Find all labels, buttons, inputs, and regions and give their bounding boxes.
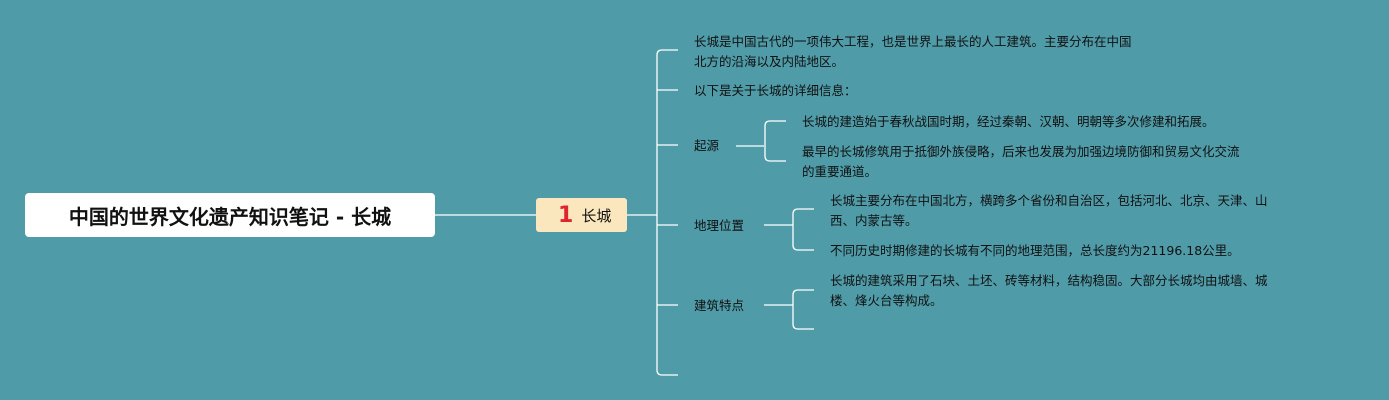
topic-number: 1 xyxy=(558,202,574,228)
origin-item-1[interactable]: 长城的建造始于春秋战国时期，经过秦朝、汉朝、明朝等多次修建和拓展。 xyxy=(802,112,1215,132)
root-node[interactable]: 中国的世界文化遗产知识笔记 - 长城 xyxy=(25,193,435,237)
section-label-location[interactable]: 地理位置 xyxy=(694,218,745,233)
architecture-item-1-line-1: 长城的建筑采用了石块、土坯、砖等材料，结构稳固。大部分长城均由城墙、城 xyxy=(830,273,1268,288)
intro-line-2: 北方的沿海以及内陆地区。 xyxy=(694,54,845,69)
topic-label: 长城 xyxy=(581,206,612,225)
location-item-1-line-1: 长城主要分布在中国北方，横跨多个省份和自治区，包括河北、北京、天津、山 xyxy=(830,193,1268,208)
location-item-1-line-2: 西、内蒙古等。 xyxy=(830,213,918,228)
architecture-item-1-line-2: 楼、烽火台等构成。 xyxy=(830,293,943,308)
location-item-2-line-1: 不同历史时期修建的长城有不同的地理范围，总长度约为21196.18公里。 xyxy=(830,243,1240,258)
section-label-origin[interactable]: 起源 xyxy=(694,138,720,153)
location-item-1[interactable]: 长城主要分布在中国北方，横跨多个省份和自治区，包括河北、北京、天津、山 西、内蒙… xyxy=(830,191,1268,231)
detail-intro-node[interactable]: 以下是关于长城的详细信息： xyxy=(694,83,857,98)
architecture-item-1[interactable]: 长城的建筑采用了石块、土坯、砖等材料，结构稳固。大部分长城均由城墙、城 楼、烽火… xyxy=(830,271,1268,311)
topic-node-great-wall[interactable]: 1 长城 xyxy=(536,198,627,232)
location-item-2[interactable]: 不同历史时期修建的长城有不同的地理范围，总长度约为21196.18公里。 xyxy=(830,241,1240,261)
origin-item-2[interactable]: 最早的长城修筑用于抵御外族侵略，后来也发展为加强边境防御和贸易文化交流 的重要通… xyxy=(802,142,1240,182)
origin-item-1-line-1: 长城的建造始于春秋战国时期，经过秦朝、汉朝、明朝等多次修建和拓展。 xyxy=(802,114,1215,129)
intro-node[interactable]: 长城是中国古代的一项伟大工程，也是世界上最长的人工建筑。主要分布在中国 北方的沿… xyxy=(694,32,1132,72)
root-title: 中国的世界文化遗产知识笔记 - 长城 xyxy=(68,204,392,229)
origin-item-2-line-2: 的重要通道。 xyxy=(802,164,878,179)
origin-item-2-line-1: 最早的长城修筑用于抵御外族侵略，后来也发展为加强边境防御和贸易文化交流 xyxy=(802,144,1240,159)
intro-line-1: 长城是中国古代的一项伟大工程，也是世界上最长的人工建筑。主要分布在中国 xyxy=(694,34,1132,49)
section-label-architecture[interactable]: 建筑特点 xyxy=(694,298,745,313)
